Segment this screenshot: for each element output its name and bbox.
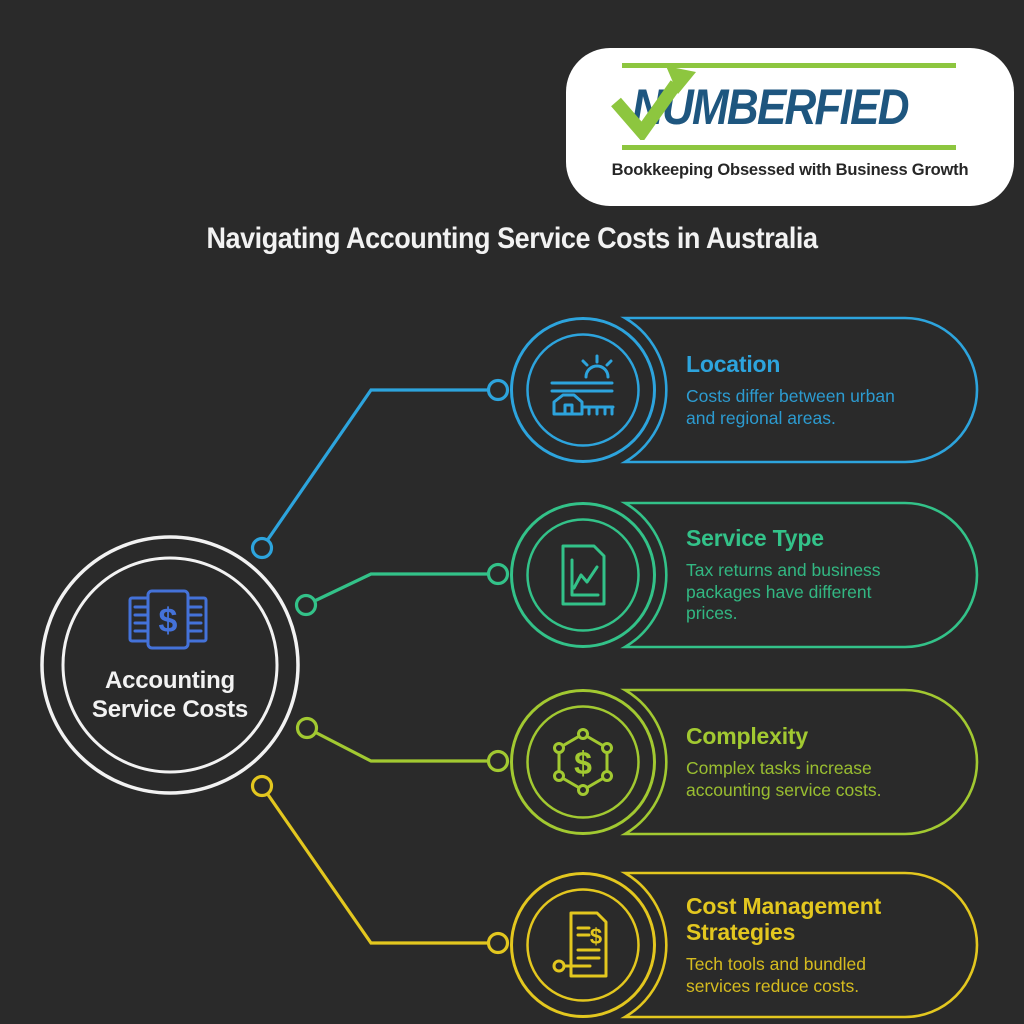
connector-dot [486,749,510,773]
connector-dot [486,378,510,402]
connector-location [260,388,498,549]
node-text-cost-management: Cost Management Strategies Tech tools an… [686,873,938,1017]
connector-dot [486,562,510,586]
node-inner-ring [526,333,640,447]
brand-logo-card: NUMBERFIED Bookkeeping Obsessed with Bus… [566,48,1014,206]
node-outer-ring [510,502,656,648]
node-inner-ring [526,518,640,632]
page-title: Navigating Accounting Service Costs in A… [206,222,818,255]
node-description: Tech tools and bundled services reduce c… [686,954,866,996]
connector-dot [250,536,274,560]
center-outer-ring [40,535,300,795]
node-outer-ring [510,872,656,1018]
center-label: Accounting Service Costs [50,666,290,724]
center-inner-ring [61,556,279,774]
node-complexity: $ [510,688,979,836]
node-description: Complex tasks increase accounting servic… [686,758,882,800]
sunrise-farm-icon [550,354,615,416]
connector-dot [250,774,274,798]
connector-service-type [305,572,498,607]
connector-lines [250,378,510,955]
node-description: Costs differ between urban and regional … [686,386,895,428]
node-pill [620,501,979,649]
logo-bottom-bar [622,145,956,150]
svg-text:$: $ [574,745,592,781]
node-title: Cost Management Strategies [686,893,882,945]
node-title: Complexity [686,723,808,749]
node-title: Service Type [686,525,824,552]
node-outer-ring [510,689,656,835]
center-hub: $ [40,535,300,795]
center-label-line2: Service Costs [91,696,249,723]
connector-dot [486,931,510,955]
invoice-dollar-icon: $ [552,911,608,978]
svg-text:$: $ [159,602,178,640]
banknotes-dollar-icon: $ [128,589,208,650]
node-location [510,316,979,464]
connector-complexity [306,726,498,763]
node-text-complexity: Complexity Complex tasks increase accoun… [686,690,938,834]
center-label-line1: Accounting [105,667,235,694]
node-pill [620,871,979,1019]
connector-cost-management [260,785,498,945]
growth-check-arrow-icon [611,66,696,140]
node-title: Location [686,351,781,377]
node-outer-ring [510,317,656,463]
node-service-type [510,501,979,649]
hexagon-dollar-icon: $ [553,728,613,796]
node-pill [620,688,979,836]
node-pill [620,316,979,464]
connector-dot [295,716,319,740]
node-description: Tax returns and business packages have d… [686,560,881,624]
svg-text:$: $ [590,924,602,949]
node-inner-ring [526,888,640,1002]
node-text-location: Location Costs differ between urban and … [686,318,938,462]
node-text-service-type: Service Type Tax returns and business pa… [686,503,938,647]
node-inner-ring [526,705,640,819]
document-chart-icon [561,544,606,606]
connector-dot [294,593,318,617]
node-cost-management: $ [510,871,979,1019]
logo-top-bar [622,63,956,68]
logo-tagline: Bookkeeping Obsessed with Business Growt… [611,161,969,179]
